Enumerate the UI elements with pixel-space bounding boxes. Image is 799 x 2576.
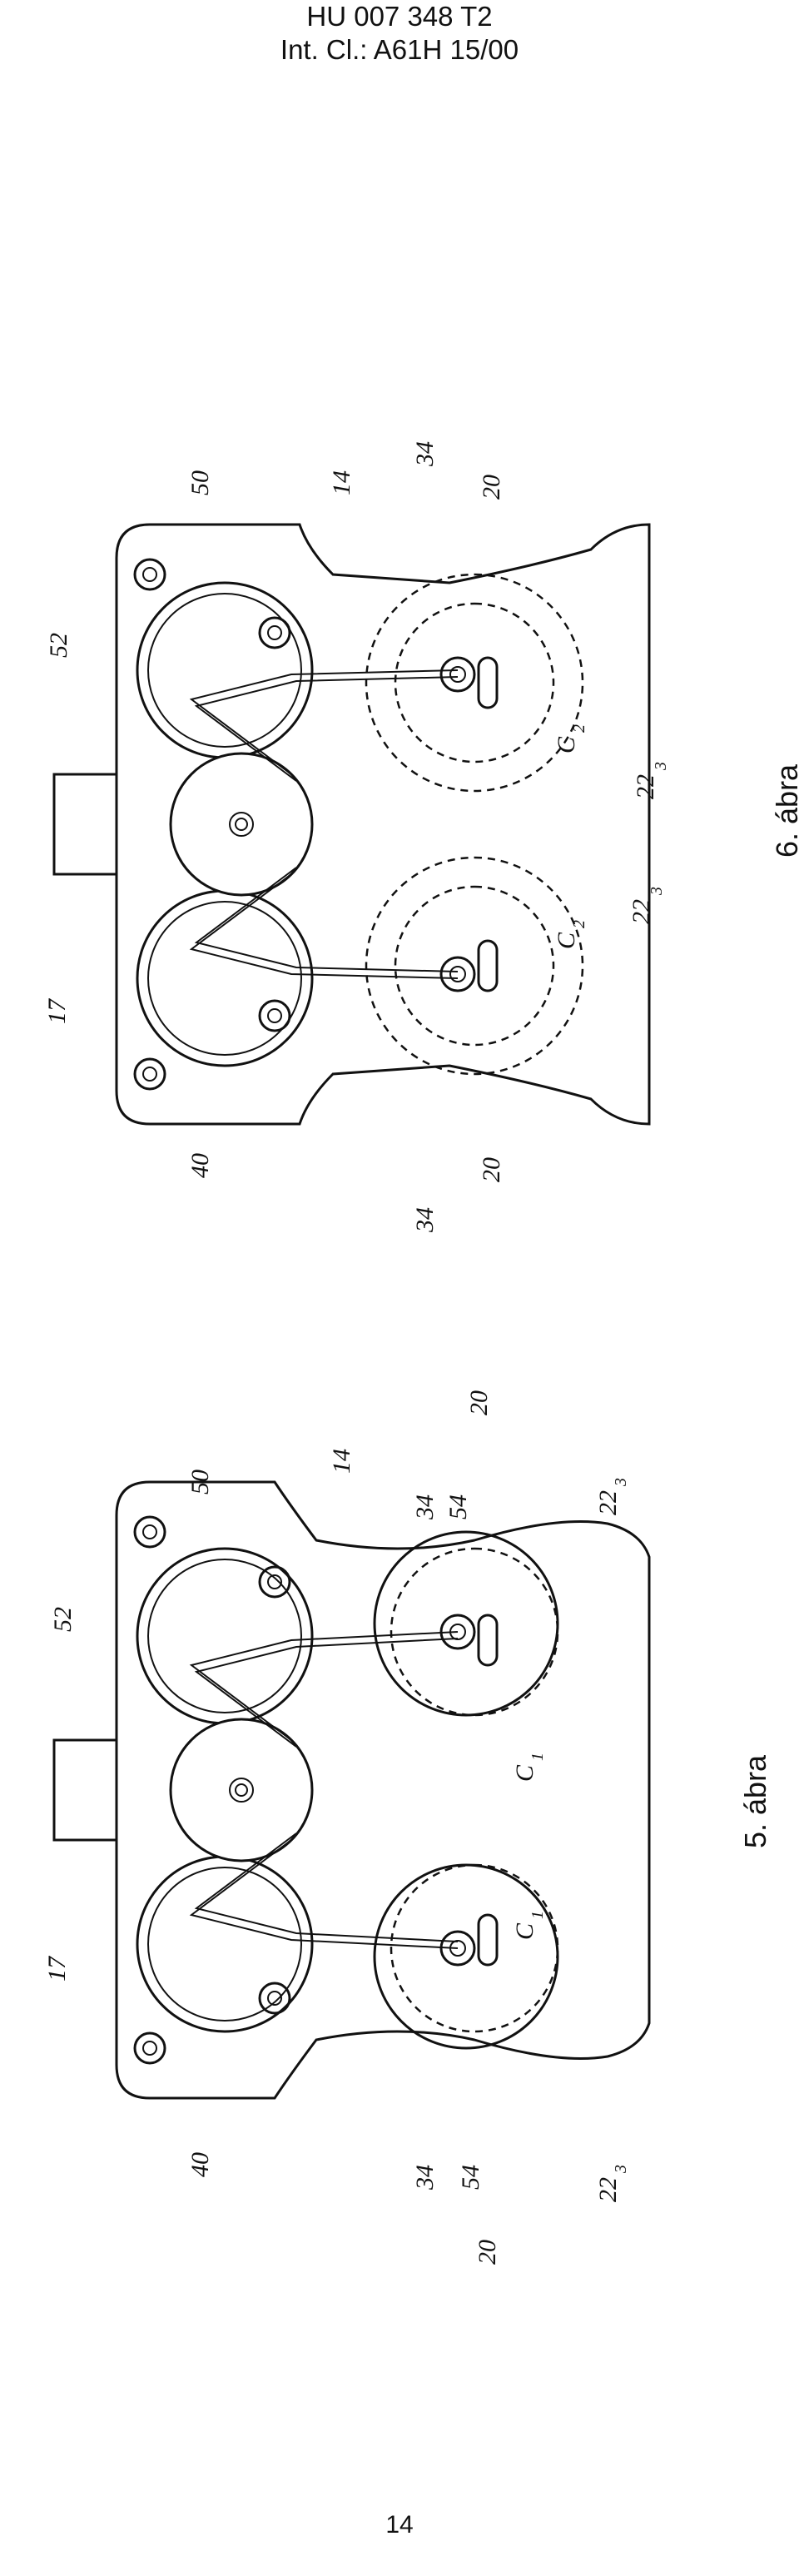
- belt: [189, 867, 459, 979]
- figure-5-labels: 17 52 50 14 34 54 20 22 3 40 34 54 20 22…: [43, 1390, 772, 2265]
- housing-outline: [115, 1480, 651, 2100]
- center-wheel: [169, 1718, 314, 1862]
- corner-screws: [133, 558, 291, 1091]
- ref-c1-right: C: [511, 1764, 538, 1782]
- ref-22-right: 22: [594, 1490, 622, 1515]
- pulley-left: [136, 889, 314, 1067]
- ref-50: 50: [186, 470, 214, 495]
- ref-20-right: 20: [465, 1390, 493, 1415]
- figure-6-labels: 17 52 50 14 34 20 22 3 22 3 40 34 20 C 2…: [43, 441, 799, 1233]
- pulley-right: [136, 1547, 314, 1725]
- figure-5-caption: 5. ábra: [738, 1754, 772, 1848]
- power-connector: [52, 1738, 118, 1842]
- ref-22-right: 22: [632, 774, 659, 799]
- figure-5-drawing: [52, 1480, 651, 2100]
- ref-34-left: 34: [411, 2165, 439, 2191]
- svg-text:3: 3: [648, 887, 666, 896]
- ref-54-right: 54: [444, 1494, 472, 1519]
- ref-17: 17: [43, 1955, 71, 1982]
- corner-screws: [133, 1515, 291, 2065]
- massage-head-left: [394, 885, 555, 1047]
- center-wheel: [169, 752, 314, 897]
- pulley-right: [136, 581, 314, 759]
- ref-50: 50: [186, 1470, 214, 1494]
- svg-text:2: 2: [570, 920, 588, 928]
- ref-c2-left: C: [553, 932, 580, 949]
- ref-34-right: 34: [411, 1494, 439, 1520]
- header-classification: Int. Cl.: A61H 15/00: [280, 34, 519, 65]
- header-doc-number: HU 007 348 T2: [306, 1, 493, 32]
- svg-text:3: 3: [612, 1478, 630, 1487]
- ref-40: 40: [186, 1153, 214, 1178]
- figure-6-caption: 6. ábra: [770, 763, 799, 858]
- ref-34-right: 34: [411, 441, 439, 467]
- ref-17: 17: [43, 997, 71, 1024]
- svg-text:1: 1: [529, 1753, 547, 1761]
- figure-6-drawing: [52, 523, 651, 1126]
- massage-head-right: [394, 602, 555, 763]
- svg-text:3: 3: [612, 2165, 630, 2174]
- ref-20-right: 20: [478, 475, 505, 500]
- ref-52: 52: [49, 1607, 77, 1632]
- ref-34-left: 34: [411, 1207, 439, 1233]
- ref-20-left: 20: [474, 2240, 501, 2265]
- ref-40: 40: [186, 2152, 214, 2177]
- ref-52: 52: [45, 633, 72, 658]
- power-connector: [52, 773, 118, 876]
- ref-22-left: 22: [594, 2177, 622, 2202]
- svg-text:3: 3: [652, 762, 670, 771]
- svg-text:2: 2: [570, 724, 588, 733]
- ref-54-left: 54: [457, 2165, 484, 2190]
- ref-20-left: 20: [478, 1157, 505, 1182]
- page-number: 14: [385, 2511, 414, 2539]
- ref-22-left: 22: [628, 899, 655, 924]
- ref-14: 14: [328, 470, 355, 495]
- ref-14: 14: [328, 1449, 355, 1474]
- ref-c2-right: C: [553, 736, 580, 753]
- massage-head-right: [390, 1547, 559, 1717]
- housing-outline: [115, 523, 651, 1126]
- ref-c1-left: C: [511, 1922, 538, 1940]
- pulley-left: [136, 1855, 314, 2033]
- svg-text:1: 1: [529, 1911, 547, 1919]
